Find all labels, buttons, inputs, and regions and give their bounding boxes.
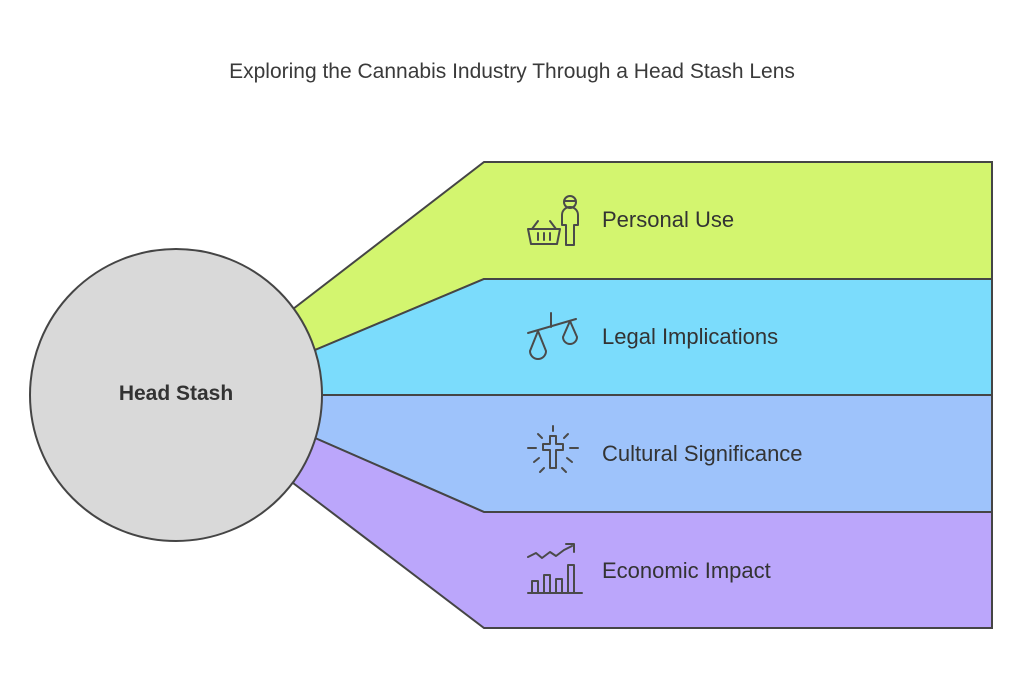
diagram-title: Exploring the Cannabis Industry Through … <box>229 60 795 83</box>
item-label-cultural-significance: Cultural Significance <box>602 441 803 466</box>
item-label-legal-implications: Legal Implications <box>602 324 779 349</box>
growth-chart-icon <box>524 539 584 599</box>
item-label-personal-use: Personal Use <box>602 207 735 232</box>
shining-cross-icon <box>524 422 584 482</box>
center-label: Head Stash <box>118 382 234 405</box>
item-label-economic-impact: Economic Impact <box>602 558 771 583</box>
balance-scale-icon <box>524 305 584 365</box>
center-circle <box>29 248 323 542</box>
person-basket-icon <box>524 189 584 249</box>
